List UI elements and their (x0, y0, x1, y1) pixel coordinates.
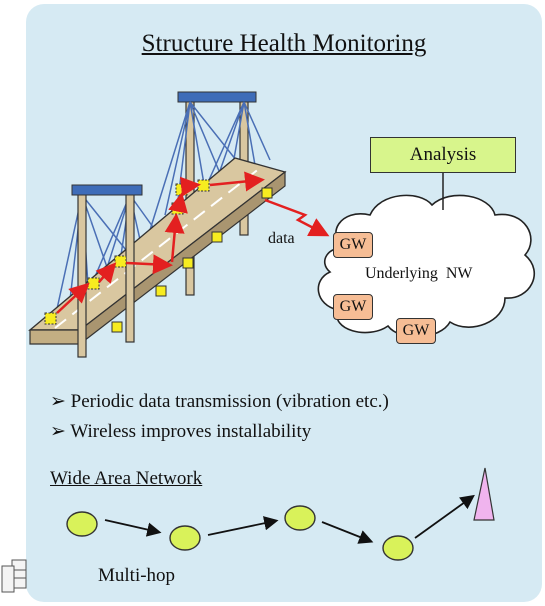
gateway-box-3: GW (396, 318, 436, 344)
server-icon (1, 559, 27, 593)
wan-node-1 (66, 511, 98, 537)
antenna-icon (473, 467, 495, 521)
wan-nodes (66, 505, 414, 561)
wireless-link-arrow (264, 198, 330, 237)
gateway-box-1: GW (333, 232, 373, 258)
diagram-title: Structure Health Monitoring (141, 30, 427, 57)
wan-node-2 (169, 525, 201, 551)
wan-node-3 (284, 505, 316, 531)
bullet-item: ➢ Wireless improves installability (50, 421, 312, 442)
underside-sensors (111, 187, 273, 333)
wan-hop-arrows (104, 494, 475, 544)
gateway-box-2: GW (333, 294, 373, 320)
multihop-label: Multi-hop (98, 565, 176, 586)
underlying-network-label: Underlying NW (365, 265, 473, 282)
analysis-box: Analysis (370, 137, 516, 173)
bullet-item: ➢ Periodic data transmission (vibration … (50, 391, 389, 412)
bridge-hop-arrows (56, 171, 265, 314)
wan-title: Wide Area Network (50, 468, 203, 489)
data-label: data (268, 230, 295, 247)
bridge-deck (28, 157, 287, 346)
bullet-list: ➢ Periodic data transmission (vibration … (50, 387, 389, 447)
wan-node-4 (382, 535, 414, 561)
